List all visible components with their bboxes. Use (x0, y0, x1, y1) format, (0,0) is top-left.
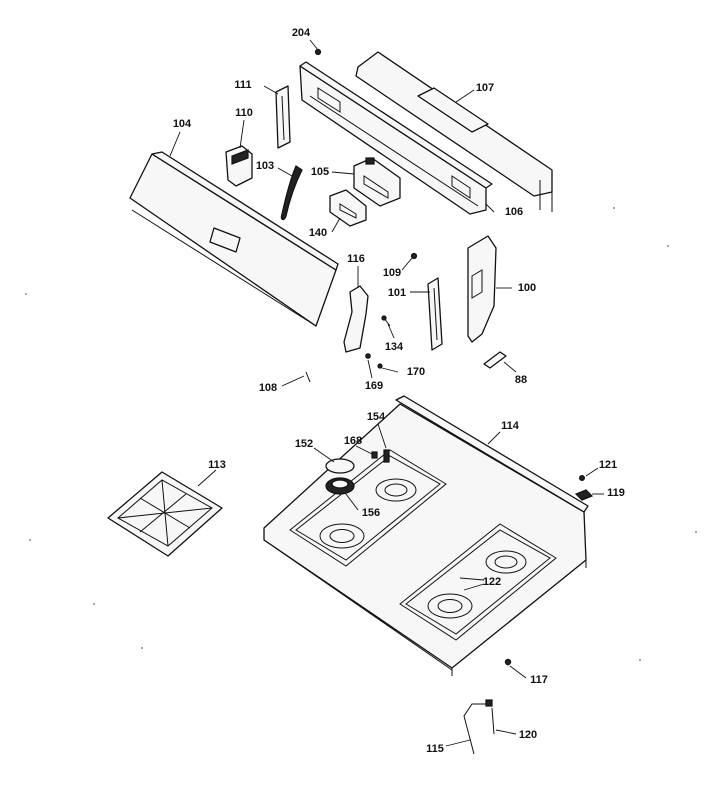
burner-right-rear (485, 550, 527, 574)
callout-107: 107 (476, 82, 494, 94)
callout-101: 101 (388, 287, 406, 299)
callout-170: 170 (407, 366, 425, 378)
part-115-support-rod (463, 703, 486, 755)
callout-115: 115 (426, 743, 444, 755)
part-121-screw (578, 475, 585, 482)
burner-right-front (427, 593, 473, 619)
part-156-burner-head (325, 477, 355, 495)
part-111-bracket (275, 85, 291, 149)
callout-113: 113 (208, 459, 226, 471)
part-120-clip (485, 699, 495, 735)
callout-88: 88 (515, 374, 527, 386)
callout-119: 119 (607, 487, 625, 499)
callout-108: 108 (259, 382, 277, 394)
part-170-screw (377, 363, 383, 369)
part-168-orifice (371, 451, 378, 459)
callout-labels: 204 111 107 110 104 103 105 106 140 116 … (173, 27, 625, 755)
scan-specks (25, 207, 697, 661)
part-100-end-cap (467, 235, 497, 343)
callout-140: 140 (309, 227, 327, 239)
callout-121: 121 (599, 459, 617, 471)
part-140-overlay (329, 189, 367, 227)
part-116-side-trim (343, 285, 369, 353)
callout-152: 152 (295, 438, 313, 450)
callout-154: 154 (367, 411, 386, 423)
callout-122: 122 (483, 576, 501, 588)
callout-106: 106 (505, 206, 523, 218)
part-107-top-cover (355, 51, 553, 212)
burner-left-front (319, 523, 365, 549)
callout-104: 104 (173, 118, 192, 130)
callout-111: 111 (234, 79, 251, 91)
part-117-screw (504, 658, 512, 666)
callout-105: 105 (311, 166, 329, 178)
part-105-clock (353, 157, 401, 207)
callout-117: 117 (530, 674, 548, 686)
leader-lines (169, 39, 604, 747)
part-103-harness (280, 165, 303, 221)
part-101-bracket (427, 277, 443, 351)
part-152-burner-cap (325, 458, 355, 474)
callout-110: 110 (235, 107, 253, 119)
callout-109: 109 (383, 267, 401, 279)
callout-116: 116 (347, 253, 365, 265)
callout-156: 156 (362, 507, 380, 519)
part-109-screw (410, 252, 418, 260)
part-110-switch (225, 145, 253, 187)
part-169-screw (365, 353, 371, 359)
callout-168: 168 (344, 435, 362, 447)
part-113-burner-grate (107, 471, 223, 557)
callout-114: 114 (501, 420, 520, 432)
callout-169: 169 (365, 380, 383, 392)
part-119-clip (574, 489, 594, 501)
callout-134: 134 (385, 341, 404, 353)
part-88-knob (483, 351, 507, 369)
part-134-screw (381, 315, 391, 327)
burner-left-rear (375, 478, 417, 502)
callout-103: 103 (256, 160, 274, 172)
part-108-screw (305, 371, 311, 383)
part-106-backguard-panel (299, 61, 493, 215)
part-204-screw (314, 48, 322, 56)
part-154-igniter (383, 449, 390, 463)
callout-100: 100 (518, 282, 536, 294)
part-104-control-panel (129, 151, 339, 327)
callout-204: 204 (292, 27, 311, 39)
callout-120: 120 (519, 729, 537, 741)
